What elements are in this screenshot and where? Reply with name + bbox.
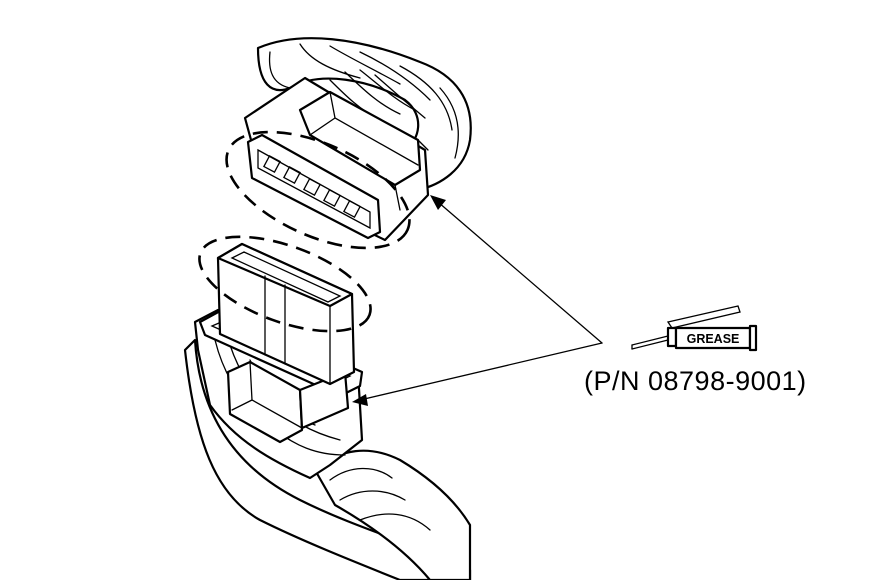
lower-seal-ring: [198, 235, 372, 333]
arrowhead-lower: [352, 394, 368, 406]
male-insert-top: [216, 242, 354, 308]
callout-lines: [352, 195, 603, 406]
arrowhead-upper: [430, 195, 446, 210]
grease-label: GREASE: [687, 332, 740, 346]
upper-seal-ring: [225, 130, 411, 250]
grease-tube-icon: GREASE: [631, 305, 758, 352]
upper-face: [246, 133, 382, 240]
upper-connector: [225, 37, 472, 250]
part-number-label: (P/N 08798-9001): [584, 366, 807, 396]
lower-harness-outer: [183, 338, 472, 580]
lower-harness-tube: [313, 449, 472, 580]
lower-connector: [183, 235, 472, 580]
